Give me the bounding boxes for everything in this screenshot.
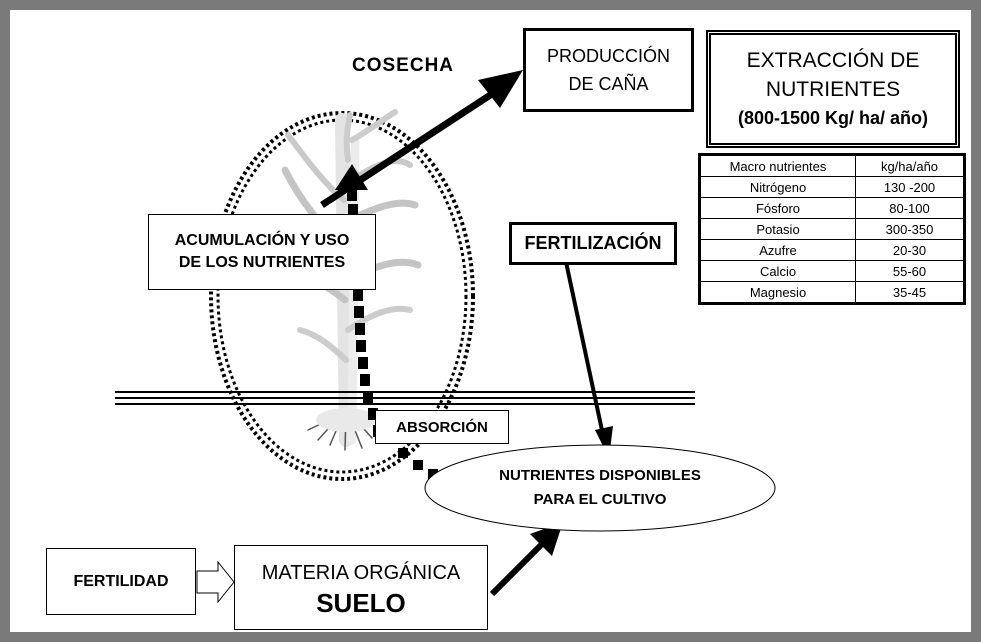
cane-production-box: PRODUCCIÓN DE CAÑA bbox=[523, 28, 694, 112]
available-nutrients-line-1: NUTRIENTES DISPONIBLES bbox=[499, 467, 701, 484]
accumulation-line-2: DE LOS NUTRIENTES bbox=[178, 254, 346, 271]
extraction-rate: (800-1500 Kg/ ha/ año) bbox=[737, 107, 929, 128]
organic-matter-soil-box: MATERIA ORGÁNICA SUELO bbox=[234, 545, 488, 630]
fertility-box: FERTILIDAD bbox=[46, 548, 196, 615]
nutrient-name: Magnesio bbox=[700, 281, 856, 303]
nutrient-name: Potasio bbox=[700, 218, 856, 240]
accumulation-line-1: ACUMULACIÓN Y USO bbox=[174, 232, 350, 249]
production-line-2: DE CAÑA bbox=[568, 74, 649, 94]
available-nutrients-ellipse bbox=[424, 444, 776, 532]
nutrient-rate: 130 -200 bbox=[855, 176, 964, 198]
table-header-nutrient: Macro nutrientes bbox=[700, 155, 856, 177]
available-nutrients-label: NUTRIENTES DISPONIBLES PARA EL CULTIVO bbox=[425, 445, 775, 531]
production-line-1: PRODUCCIÓN bbox=[546, 46, 670, 66]
organic-matter-label: MATERIA ORGÁNICA bbox=[261, 561, 461, 584]
available-nutrients-line-2: PARA EL CULTIVO bbox=[533, 491, 667, 508]
nutrient-rate: 80-100 bbox=[855, 197, 964, 219]
nutrient-rate: 300-350 bbox=[855, 218, 964, 240]
fertilization-box: FERTILIZACIÓN bbox=[509, 222, 677, 265]
soil-surface-line bbox=[115, 391, 695, 405]
soil-supply-arrow bbox=[489, 522, 563, 597]
soil-label: SUELO bbox=[316, 587, 406, 618]
nutrient-name: Azufre bbox=[700, 239, 856, 261]
absorption-box: ABSORCIÓN bbox=[375, 410, 509, 444]
nutrient-rate: 55-60 bbox=[855, 260, 964, 282]
plant-boundary-oval-inner bbox=[216, 118, 468, 474]
accumulation-box: ACUMULACIÓN Y USO DE LOS NUTRIENTES bbox=[148, 214, 376, 290]
fertilization-arrow bbox=[564, 261, 613, 458]
nutrient-name: Fósforo bbox=[700, 197, 856, 219]
harvest-label: COSECHA bbox=[352, 55, 455, 76]
nutrient-name: Calcio bbox=[700, 260, 856, 282]
extraction-line-1: EXTRACCIÓN DE bbox=[746, 48, 920, 72]
extraction-line-2: NUTRIENTES bbox=[765, 77, 901, 101]
harvest-arrow bbox=[320, 70, 523, 208]
nutrient-extraction-box: EXTRACCIÓN DE NUTRIENTES (800-1500 Kg/ h… bbox=[706, 30, 960, 148]
fertility-arrow bbox=[196, 560, 235, 604]
table-header-row: Macro nutrientes kg/ha/año bbox=[700, 155, 964, 177]
table-header-rate: kg/ha/año bbox=[855, 155, 964, 177]
nutrient-name: Nitrógeno bbox=[700, 176, 856, 198]
nutrient-rate: 35-45 bbox=[855, 281, 964, 303]
nutrient-rate: 20-30 bbox=[855, 239, 964, 261]
